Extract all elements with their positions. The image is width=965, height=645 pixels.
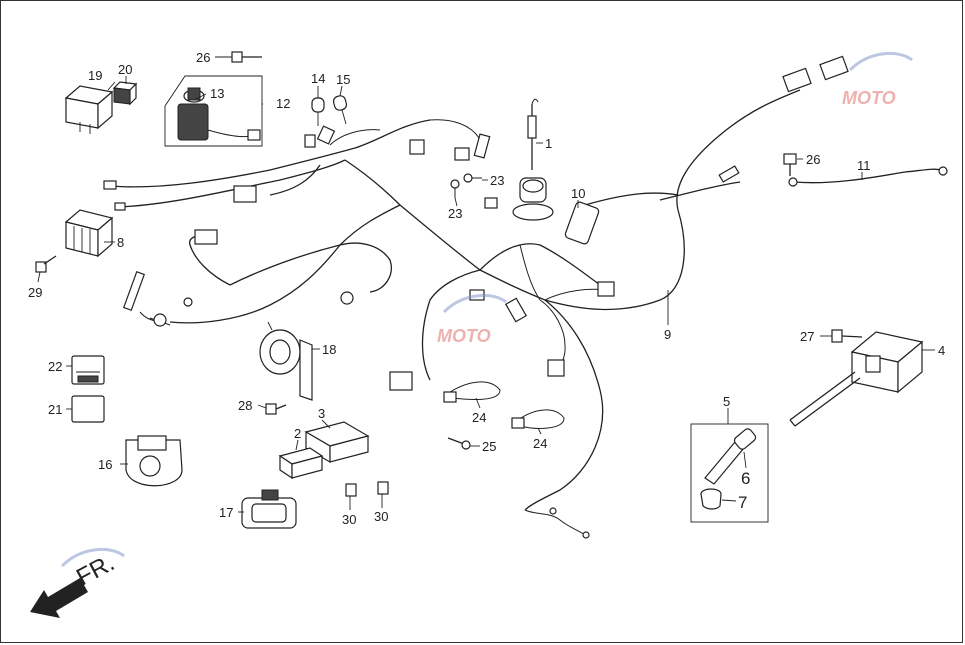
relay-20	[112, 81, 138, 106]
connector-icon	[782, 67, 812, 93]
callout-20: 20	[118, 62, 132, 77]
callout-27: 27	[800, 329, 814, 344]
connector-icon	[233, 185, 257, 203]
callout-3: 3	[318, 406, 325, 421]
part-22-relay	[71, 355, 105, 385]
spark-plug-cap-kit-5	[690, 423, 769, 523]
svg-text:MOTO: MOTO	[437, 326, 491, 346]
clip-17	[241, 489, 297, 529]
callout-24b: 24	[533, 436, 547, 451]
callout-1: 1	[545, 136, 552, 151]
callout-28: 28	[238, 398, 252, 413]
screws-23	[450, 173, 482, 198]
callout-16: 16	[98, 457, 112, 472]
callout-18: 18	[322, 342, 336, 357]
callout-26b: 26	[806, 152, 820, 167]
callout-21: 21	[48, 402, 62, 417]
callout-13: 13	[210, 86, 224, 101]
callout-22: 22	[48, 359, 62, 374]
callout-10: 10	[571, 186, 585, 201]
callout-15: 15	[336, 72, 350, 87]
callout-17: 17	[219, 505, 233, 520]
leader-lines	[37, 56, 935, 513]
screw-25	[447, 437, 471, 450]
main-wiring-harness	[103, 55, 849, 539]
connector-icon	[389, 371, 413, 391]
callout-30b: 30	[374, 509, 388, 524]
callout-12: 12	[276, 96, 290, 111]
bolt-28	[265, 403, 287, 415]
bolt-26-top	[231, 51, 262, 63]
part-11-ground-wire	[788, 166, 948, 187]
callout-25: 25	[482, 439, 496, 454]
callout-8: 8	[117, 235, 124, 250]
horn-18	[259, 321, 313, 401]
holder-16	[125, 435, 183, 487]
svg-text:MOTO: MOTO	[842, 88, 896, 108]
bolt-29	[35, 255, 57, 273]
watermark-logo: MOTO MOTO	[60, 51, 913, 568]
front-direction-arrow: FR.	[30, 549, 119, 618]
part-10-connector	[512, 177, 600, 245]
cover-2	[278, 447, 324, 480]
callout-2: 2	[294, 426, 301, 441]
callout-29: 29	[28, 285, 42, 300]
ignition-switch-assembly	[164, 75, 263, 147]
callout-14: 14	[311, 71, 325, 86]
part-1-rod	[527, 98, 539, 170]
relay-19	[64, 85, 114, 134]
bolt-26-right	[783, 153, 797, 176]
ignition-coil-4	[789, 331, 924, 427]
callout-5: 5	[723, 394, 730, 409]
callout-7: 7	[738, 493, 747, 512]
callout-24a: 24	[472, 410, 486, 425]
key-14	[311, 97, 325, 126]
cable-ties-24	[443, 381, 565, 429]
fuses-30	[345, 481, 389, 497]
part-21-relay	[71, 395, 105, 423]
callout-23b: 23	[448, 206, 462, 221]
key-15	[332, 95, 348, 125]
callout-9: 9	[664, 327, 671, 342]
bolt-27	[831, 329, 863, 343]
callout-26a: 26	[196, 50, 210, 65]
connector-icon	[103, 180, 117, 190]
regulator-8	[64, 209, 114, 258]
callout-4: 4	[938, 343, 945, 358]
callout-19: 19	[88, 68, 102, 83]
cdi-unit-3	[304, 421, 370, 464]
callout-6: 6	[741, 469, 750, 488]
callout-labels: 26 19 20 13 12 14 15 1 26 11 23 23 10 8 …	[28, 50, 945, 527]
callout-23a: 23	[490, 173, 504, 188]
callout-11: 11	[857, 158, 871, 173]
callout-30a: 30	[342, 512, 356, 527]
